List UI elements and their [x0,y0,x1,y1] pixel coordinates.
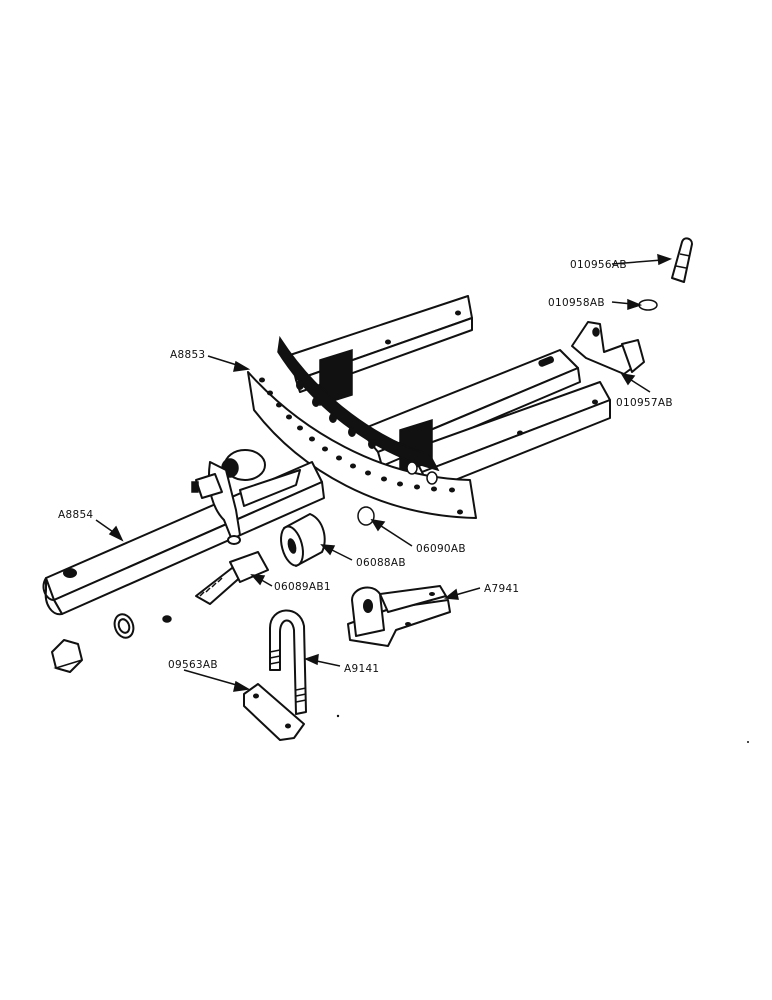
frame-rail-upper [289,295,473,393]
label-a9141: A9141 [344,663,379,675]
leader-a9141 [303,653,341,667]
label-06090ab: 06090AB [416,543,466,555]
label-06089ab1: 06089AB1 [274,581,331,593]
leader-a7941 [444,587,481,600]
cotter-pin [162,615,172,623]
label-09563ab: 09563AB [168,659,218,671]
leader-a8854 [95,519,124,542]
clamp-plate-09563ab [243,683,305,741]
pin-06089ab1 [195,551,269,605]
scan-speck [747,741,749,743]
label-a8854: A8854 [58,509,93,521]
label-010958ab: 010958AB [548,297,605,309]
quadrant-plate-a8853 [247,335,477,519]
leader-a8853 [207,355,251,372]
u-bolt-a9141 [269,609,307,715]
label-06088ab: 06088AB [356,557,406,569]
swivel-clevis [191,449,301,545]
ring-06090ab [357,506,375,526]
leader-arrows [95,253,673,692]
part-labels: 010956AB 010958AB 010957AB A8853 A8854 0… [58,259,673,675]
roller-06088ab [280,513,326,567]
label-010956ab: 010956AB [570,259,627,271]
pin-010956ab [671,237,693,283]
leader-010958ab [611,298,643,311]
label-a8853: A8853 [170,349,205,361]
lock-washer [113,613,135,639]
bracket-010957ab [571,321,645,375]
leader-06088ab [320,544,353,561]
leader-06090ab [370,518,413,547]
leader-010956ab [611,253,673,266]
label-a7941: A7941 [484,583,519,595]
hex-nut [51,639,83,673]
label-010957ab: 010957AB [616,397,673,409]
bracket-a7941 [347,585,451,647]
leader-010957ab [620,372,651,393]
scan-speck [336,714,340,718]
leader-06089ab1 [250,574,273,587]
quadrant-holes [259,377,463,515]
leader-09563ab [183,669,251,692]
